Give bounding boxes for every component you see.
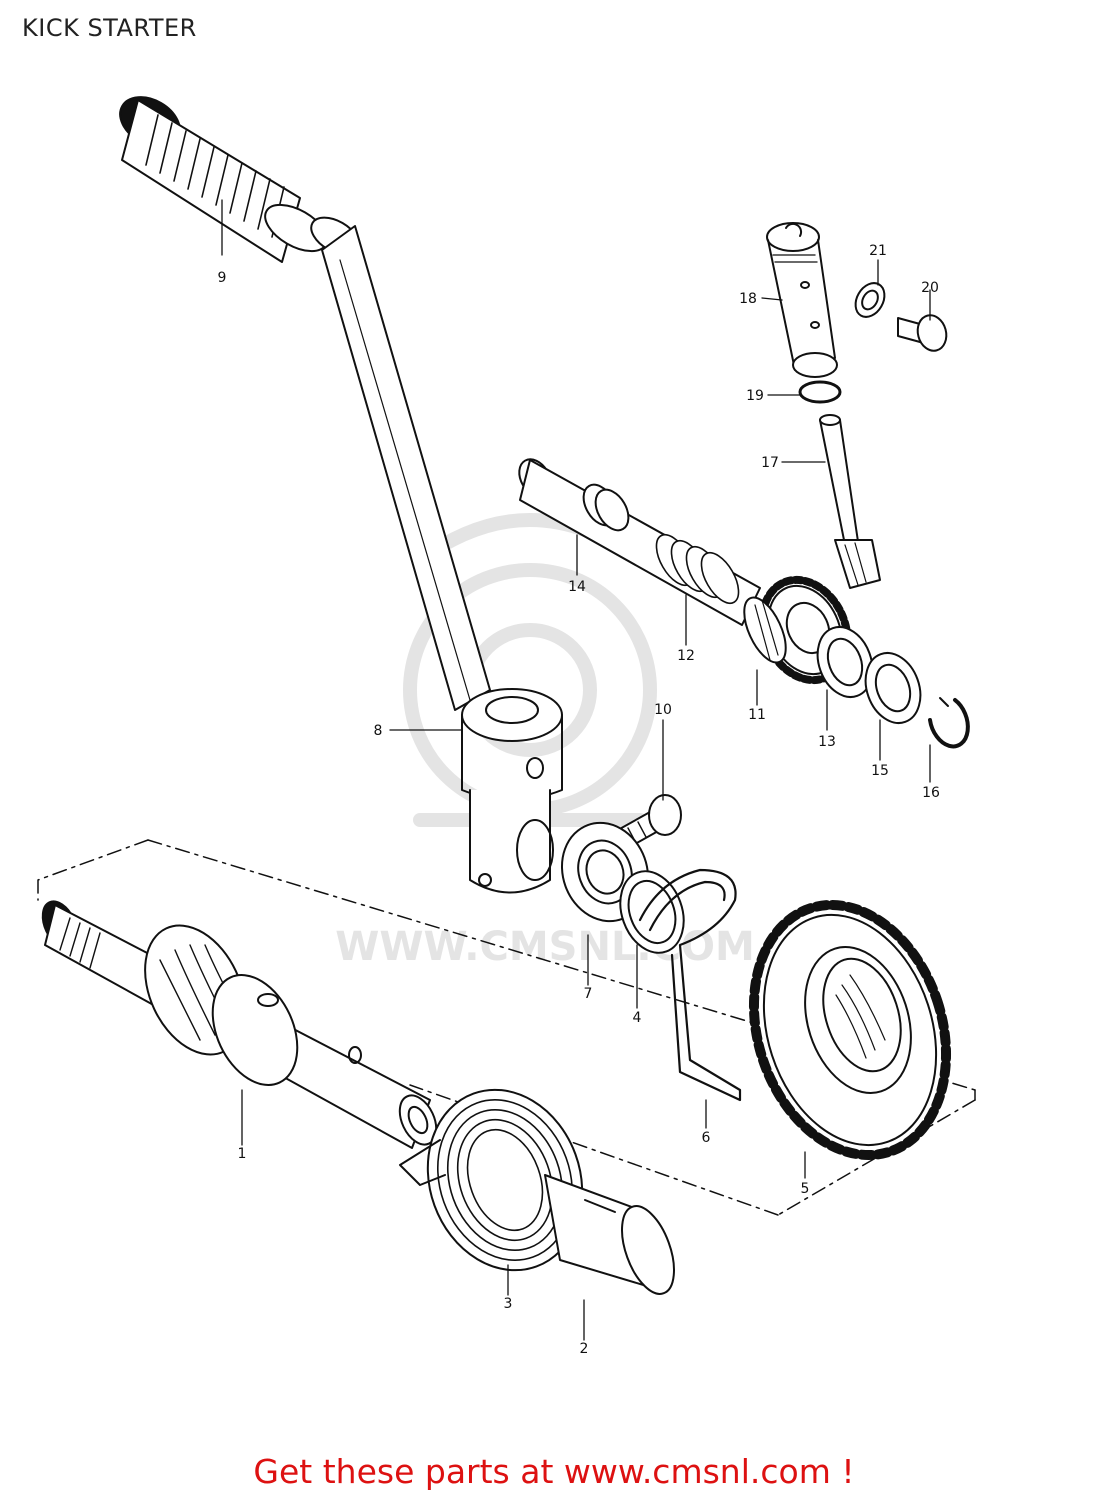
label-part-2: 2 [580, 1341, 589, 1357]
label-part-10: 10 [654, 702, 672, 718]
page-title: KICK STARTER [22, 14, 197, 42]
driven-gear [748, 899, 952, 1161]
label-part-11: 11 [748, 707, 766, 723]
guide [638, 868, 742, 1102]
label-part-4: 4 [633, 1010, 642, 1026]
label-part-8: 8 [374, 723, 383, 739]
plate [816, 626, 874, 698]
speedo-washer [854, 282, 886, 318]
speedometer-drive [766, 222, 881, 589]
label-part-5: 5 [801, 1181, 810, 1197]
label-part-9: 9 [218, 270, 227, 286]
washer-2 [864, 652, 922, 724]
label-part-21: 21 [869, 243, 887, 259]
label-part-3: 3 [504, 1296, 513, 1312]
part-labels: 1 2 3 4 5 6 7 8 9 10 11 12 13 14 15 16 1… [218, 243, 940, 1357]
kick-lever [119, 96, 563, 894]
label-part-19: 19 [746, 388, 764, 404]
watermark-text: WWW.CMSNL.COM [335, 924, 755, 970]
washer [619, 870, 685, 954]
label-part-17: 17 [761, 455, 779, 471]
spring-guide [544, 1174, 675, 1295]
footer-parts-link[interactable]: Get these parts at www.cmsnl.com ! [253, 1452, 855, 1491]
label-part-6: 6 [702, 1130, 711, 1146]
label-part-13: 13 [818, 734, 836, 750]
label-part-12: 12 [677, 648, 695, 664]
label-part-1: 1 [238, 1146, 247, 1162]
kick-spring [399, 1088, 584, 1272]
label-part-20: 20 [921, 280, 939, 296]
label-part-7: 7 [584, 986, 593, 1002]
kick-shaft [41, 900, 438, 1149]
label-part-16: 16 [922, 785, 940, 801]
label-part-15: 15 [871, 763, 889, 779]
label-part-14: 14 [568, 579, 586, 595]
leader-lines [221, 199, 931, 1341]
label-part-18: 18 [739, 291, 757, 307]
speedo-bolt [897, 314, 948, 352]
circlip [928, 697, 970, 749]
